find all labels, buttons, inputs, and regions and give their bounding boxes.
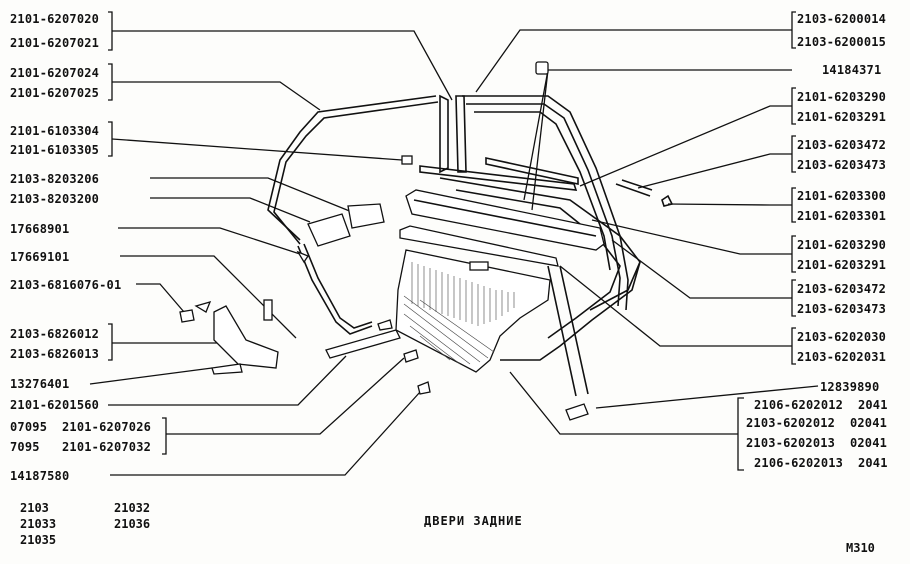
model-col2: 21032 21036 — [114, 500, 150, 532]
right-label-9: 2101-6203301 — [797, 209, 887, 223]
left-label-6: 2101-6103305 — [10, 143, 100, 157]
left-brackets — [108, 11, 167, 455]
left-label-5: 2101-6103304 — [10, 124, 100, 138]
right-label-15: 2103-6202031 — [797, 350, 887, 364]
door-shell — [439, 177, 641, 361]
right-label-7: 2103-6203473 — [797, 158, 887, 172]
left-label-4: 2101-6207025 — [10, 86, 100, 100]
right-label-10: 2101-6203290 — [797, 238, 887, 252]
diagram-title: ДВЕРИ ЗАДНИЕ — [424, 514, 523, 528]
left-label-16: 07095 2101-6207026 — [10, 420, 152, 434]
right-label-18: 2103-6202012 02041 — [746, 416, 888, 430]
right-label-19: 2103-6202013 02041 — [746, 436, 888, 450]
left-label-17: 7095 2101-6207032 — [10, 440, 152, 454]
model-21032: 21032 — [114, 501, 151, 515]
right-label-20: 2106-6202013 2041 — [754, 456, 888, 470]
armrest-trim — [399, 189, 605, 267]
right-label-4: 2101-6203290 — [797, 90, 887, 104]
right-label-16: 12839890 — [820, 380, 880, 394]
door-frame — [267, 94, 629, 335]
model-2103: 2103 — [20, 501, 49, 515]
left-label-11: 2103-6816076-01 — [10, 278, 122, 292]
left-label-2: 2101-6207021 — [10, 36, 100, 50]
right-label-6: 2103-6203472 — [797, 138, 887, 152]
left-label-1: 2101-6207020 — [10, 12, 100, 26]
loose-parts — [179, 61, 589, 421]
channel-strips — [419, 157, 674, 207]
page-code: M310 — [846, 541, 875, 555]
left-label-8: 2103-8203200 — [10, 192, 100, 206]
right-label-5: 2101-6203291 — [797, 110, 887, 124]
left-label-10: 17669101 — [10, 250, 70, 264]
left-label-12: 2103-6826012 — [10, 327, 100, 341]
right-label-8: 2101-6203300 — [797, 189, 887, 203]
right-label-11: 2101-6203291 — [797, 258, 887, 272]
right-label-1: 2103-6200014 — [797, 12, 887, 26]
right-label-12: 2103-6203472 — [797, 282, 887, 296]
model-21033: 21033 — [20, 517, 57, 531]
right-label-17: 2106-6202012 2041 — [754, 398, 888, 412]
left-label-9: 17668901 — [10, 222, 70, 236]
left-label-7: 2103-8203206 — [10, 172, 100, 186]
left-label-3: 2101-6207024 — [10, 66, 100, 80]
right-label-3: 14184371 — [822, 63, 882, 77]
left-leaders — [89, 30, 453, 476]
left-label-14: 13276401 — [10, 377, 70, 391]
right-leaders — [475, 29, 819, 435]
right-label-2: 2103-6200015 — [797, 35, 887, 49]
model-21036: 21036 — [114, 517, 151, 531]
left-label-15: 2101-6201560 — [10, 398, 100, 412]
left-label-18: 14187580 — [10, 469, 70, 483]
trim-panel — [395, 249, 551, 373]
model-col1: 2103 21033 21035 — [20, 500, 56, 548]
right-label-14: 2103-6202030 — [797, 330, 887, 344]
right-label-13: 2103-6203473 — [797, 302, 887, 316]
model-21035: 21035 — [20, 533, 57, 547]
left-label-13: 2103-6826013 — [10, 347, 100, 361]
